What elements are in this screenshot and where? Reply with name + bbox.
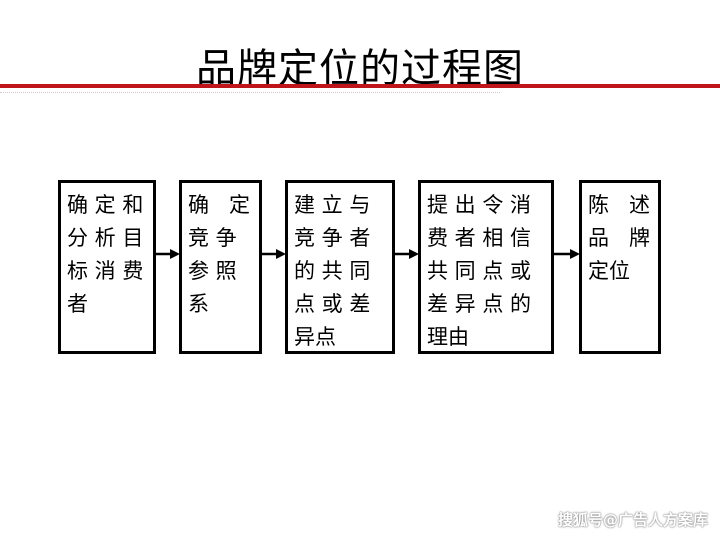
step-text-1: 确 定 和 分 析 目 标 消 费 者 (67, 193, 144, 316)
arrow-4 (553, 249, 580, 259)
step-text-2: 确 定 竞 争 参 照 系 (188, 193, 251, 316)
arrow-3 (394, 249, 419, 259)
step-box-2: 确 定 竞 争 参 照 系 (179, 180, 262, 354)
step-box-5: 陈 述 品 牌 定位 (579, 180, 661, 354)
step-box-3: 建 立 与 竞 争 者 的 共 同 点 或 差 异点 (285, 180, 395, 354)
step-box-4: 提 出 令 消 费 者 相 信 共 同 点 或 差 异 点 的 理由 (418, 180, 554, 354)
step-text-4: 提 出 令 消 费 者 相 信 共 同 点 或 差 异 点 的 理由 (427, 193, 532, 349)
title-underline (0, 84, 720, 88)
title-dotted-line (0, 92, 500, 93)
step-text-3: 建 立 与 竞 争 者 的 共 同 点 或 差 异点 (294, 193, 371, 349)
watermark-text: 搜狐号@广告人方案库 (557, 511, 708, 529)
arrow-1 (155, 249, 180, 259)
step-box-1: 确 定 和 分 析 目 标 消 费 者 (58, 180, 156, 354)
arrow-2 (261, 249, 286, 259)
step-text-5: 陈 述 品 牌 定位 (588, 193, 651, 283)
